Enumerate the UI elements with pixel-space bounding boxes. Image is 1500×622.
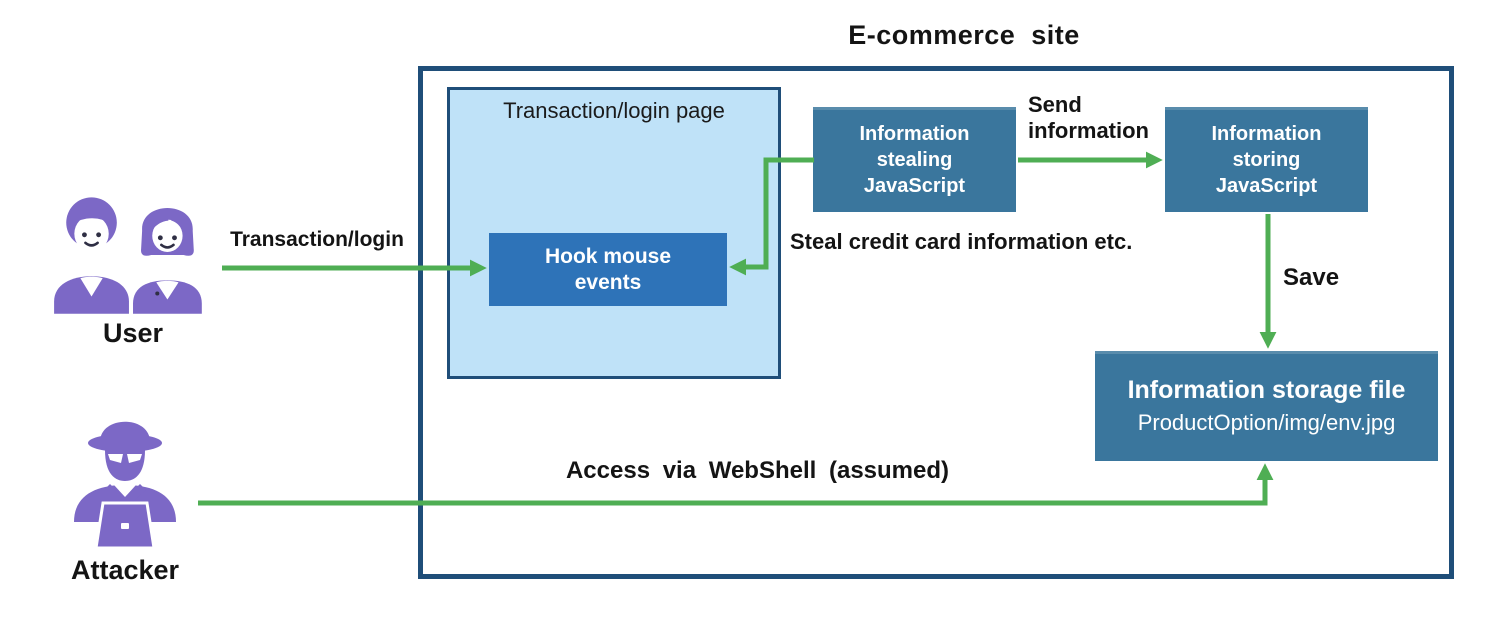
information-storing-js-box: Information storing JavaScript	[1165, 107, 1368, 212]
attacker-label: Attacker	[70, 555, 180, 585]
diagram-title: E-commerce site	[848, 20, 1080, 50]
hook-mouse-events-label: Hook mouse events	[544, 244, 672, 294]
steal-credit-card-label: Steal credit card information etc.	[790, 229, 1133, 254]
information-storage-file-path: ProductOption/img/env.jpg	[1137, 410, 1396, 435]
attacker-spy-icon	[74, 421, 176, 550]
information-storage-file-title: Information storage file	[1127, 376, 1406, 404]
information-storage-file-box: Information storage file ProductOption/i…	[1095, 351, 1438, 461]
send-information-arrow-label: Send information	[1028, 92, 1149, 143]
transaction-login-page-label: Transaction/login page	[503, 98, 725, 123]
user-man-icon	[54, 197, 129, 314]
user-pair-icon	[54, 197, 202, 314]
information-stealing-js-label: Information stealing JavaScript	[859, 122, 970, 197]
user-label: User	[102, 318, 164, 348]
ecommerce-site-boundary	[418, 66, 1454, 579]
information-stealing-js-box: Information stealing JavaScript	[813, 107, 1016, 212]
transaction-login-arrow-label: Transaction/login	[230, 228, 404, 251]
save-arrow-label: Save	[1283, 264, 1340, 291]
user-woman-icon	[133, 207, 202, 314]
webshell-access-label: Access via WebShell (assumed)	[565, 457, 950, 484]
information-storing-js-label: Information storing JavaScript	[1211, 122, 1322, 197]
hook-mouse-events-box: Hook mouse events	[489, 233, 727, 306]
